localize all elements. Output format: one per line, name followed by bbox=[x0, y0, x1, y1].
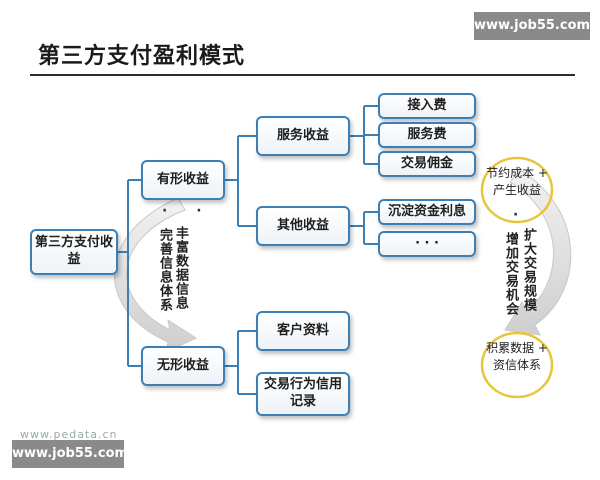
service-income-node: 服务收益 bbox=[256, 116, 350, 156]
other-ellipsis-node: · · · bbox=[378, 231, 476, 257]
connector-service bbox=[350, 105, 378, 165]
access-fee-node: 接入费 bbox=[378, 93, 476, 119]
right-cycle-arrow bbox=[504, 169, 572, 336]
connector-tangible bbox=[225, 135, 256, 227]
title-divider bbox=[30, 74, 575, 76]
right-cycle-text-a: 扩大交易规模 bbox=[521, 228, 536, 312]
bottom-ellipse bbox=[480, 331, 554, 399]
connector-root bbox=[118, 179, 141, 367]
float-interest-node: 沉淀资金利息 bbox=[378, 199, 476, 225]
left-cycle-text-a: 丰富数据信息 bbox=[173, 226, 188, 310]
root-node: 第三方支付收益 bbox=[30, 229, 118, 275]
intangible-income-node: 无形收益 bbox=[141, 346, 225, 386]
tangible-income-node: 有形收益 bbox=[141, 160, 225, 200]
left-cycle-dots: · · bbox=[162, 203, 214, 219]
top-ellipse bbox=[480, 156, 554, 224]
other-income-node: 其他收益 bbox=[256, 206, 350, 246]
watermark-top: www.job55.com bbox=[474, 12, 590, 40]
watermark-bottom: www.job55.com bbox=[12, 440, 128, 468]
left-cycle-text-b: 完善信息体系 bbox=[157, 228, 172, 312]
bottom-ellipse-label: 积累数据 + 资信体系 bbox=[486, 341, 548, 372]
service-fee-node: 服务费 bbox=[378, 122, 476, 148]
transaction-commission-node: 交易佣金 bbox=[378, 151, 476, 177]
faint-url-text: www.pedata.cn bbox=[20, 428, 118, 441]
right-cycle-text-b: 增加交易机会 bbox=[503, 232, 518, 316]
right-cycle-dot: · bbox=[513, 207, 519, 223]
transaction-record-node: 交易行为信用记录 bbox=[256, 372, 350, 416]
customer-data-node: 客户资料 bbox=[256, 311, 350, 351]
top-ellipse-label: 节约成本 + 产生收益 bbox=[486, 166, 548, 197]
connector-intangible bbox=[225, 330, 256, 395]
connector-other bbox=[350, 211, 378, 245]
page-title: 第三方支付盈利模式 bbox=[38, 44, 246, 69]
